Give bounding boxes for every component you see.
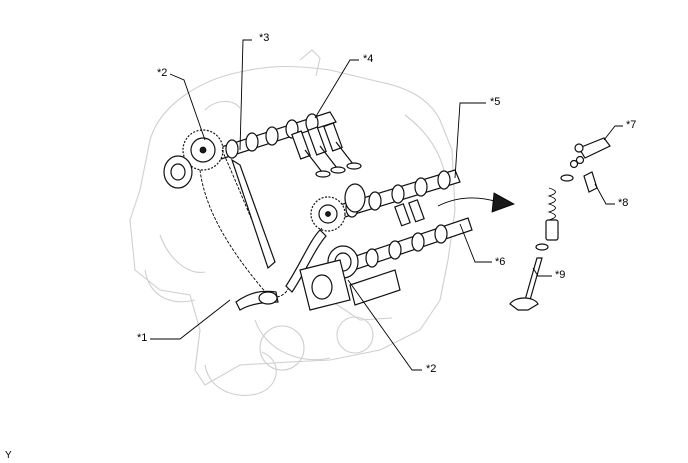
callout-2-upper: *2: [157, 67, 168, 79]
figure-code: Y: [5, 450, 12, 461]
callout-7: *7: [626, 119, 637, 131]
timing-chain: [199, 149, 327, 311]
callout-4: *4: [363, 53, 374, 65]
callout-5: *5: [490, 96, 501, 108]
callout-9: *9: [555, 269, 566, 281]
engine-block-outline: [129, 49, 456, 396]
direction-arrow: [437, 192, 515, 213]
camshaft-sprocket-lower: [310, 196, 359, 279]
callout-3: *3: [259, 32, 270, 44]
callout-8: *8: [618, 197, 629, 209]
camshaft-sprocket-upper: [163, 129, 224, 189]
valve-assembly-upper: [291, 122, 362, 178]
callout-2-lower: *2: [426, 363, 437, 375]
callout-6: *6: [495, 256, 506, 268]
leader-lines: [150, 39, 623, 371]
crankshaft-area: [299, 183, 401, 311]
exploded-valve-parts: [509, 137, 611, 311]
callout-1: *1: [137, 332, 148, 344]
